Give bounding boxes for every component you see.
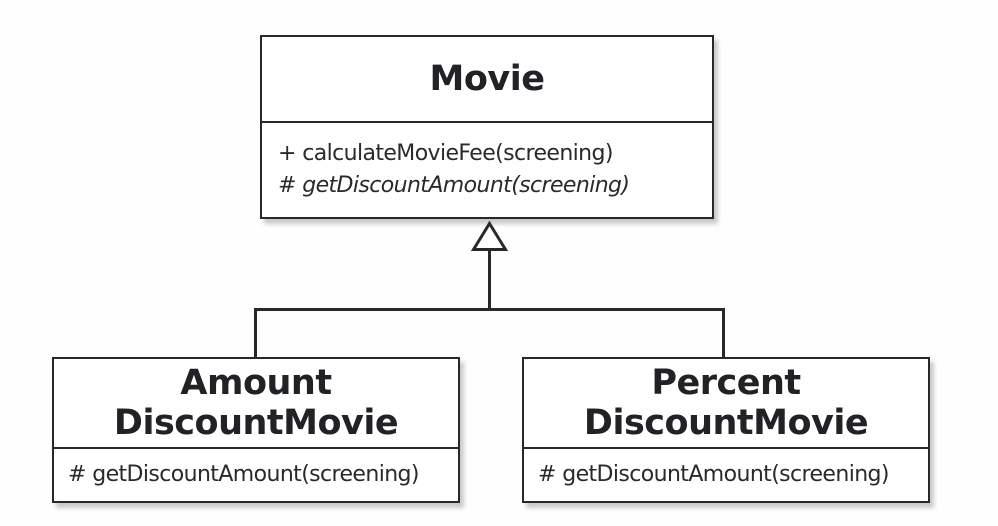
left-branch-line <box>254 308 257 358</box>
method-get-discount-amount: # getDiscountAmount(screening) <box>538 462 890 487</box>
class-name-amount-discount-movie: Amount DiscountMovie <box>54 359 458 449</box>
inheritance-stem-line <box>488 250 491 310</box>
class-name-line1: Percent <box>651 363 801 403</box>
method-get-discount-amount: # getDiscountAmount(screening) <box>68 462 420 487</box>
method-calculate-movie-fee: + calculateMovieFee(screening) <box>278 141 613 166</box>
right-branch-line <box>722 308 725 358</box>
class-box-movie: Movie + calculateMovieFee(screening) # g… <box>260 35 714 219</box>
class-name-line2: DiscountMovie <box>113 403 399 443</box>
class-name-percent-discount-movie: Percent DiscountMovie <box>524 359 928 449</box>
class-methods-percent-discount-movie: # getDiscountAmount(screening) <box>524 449 928 500</box>
class-box-amount-discount-movie: Amount DiscountMovie # getDiscountAmount… <box>52 357 460 503</box>
inheritance-horizontal-line <box>254 308 725 311</box>
class-name-label: Movie <box>429 59 545 99</box>
class-name-line2: DiscountMovie <box>583 403 869 443</box>
class-name-movie: Movie <box>262 37 712 123</box>
class-box-percent-discount-movie: Percent DiscountMovie # getDiscountAmoun… <box>522 357 930 503</box>
method-get-discount-amount-abstract: # getDiscountAmount(screening) <box>278 173 630 198</box>
class-name-line1: Amount <box>180 363 332 403</box>
generalization-arrow-icon <box>471 221 508 251</box>
class-methods-movie: + calculateMovieFee(screening) # getDisc… <box>262 123 712 202</box>
class-methods-amount-discount-movie: # getDiscountAmount(screening) <box>54 449 458 500</box>
